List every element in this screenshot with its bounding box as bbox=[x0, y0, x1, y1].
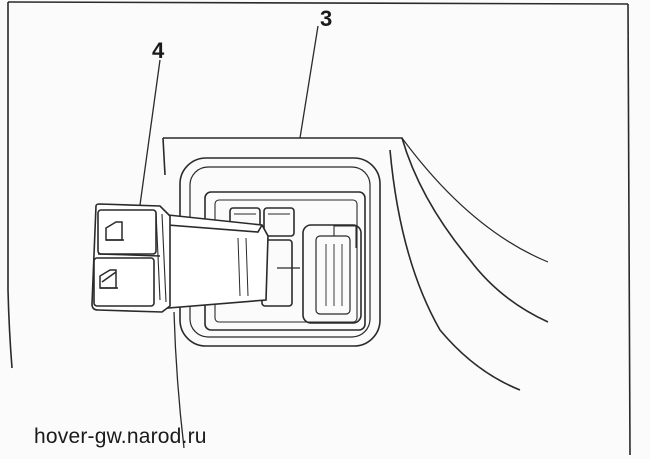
switch-assembly bbox=[91, 203, 269, 313]
socket-tab bbox=[333, 225, 357, 248]
frame-lines bbox=[7, 1, 631, 456]
panel-outline bbox=[163, 137, 549, 323]
leader-line-4 bbox=[139, 59, 161, 206]
switch-socket-inner bbox=[315, 235, 351, 315]
window-lock-icon bbox=[105, 221, 124, 241]
frame-top-edge bbox=[7, 1, 629, 5]
panel-left-edge bbox=[162, 137, 166, 176]
window-lock-icon bbox=[99, 269, 118, 289]
leader-lines bbox=[139, 25, 319, 449]
switch-socket bbox=[302, 224, 362, 324]
frame-left-edge bbox=[7, 2, 13, 369]
assembly-tail-shade bbox=[237, 237, 249, 297]
watermark-text: hover-gw.narod.ru bbox=[34, 425, 207, 448]
panel-lower-curve bbox=[389, 149, 521, 391]
callout-4: 4 bbox=[152, 38, 165, 63]
housing-side-ridges bbox=[155, 211, 167, 303]
top-rocker-switch bbox=[97, 209, 157, 255]
small-switch-right bbox=[263, 207, 295, 237]
rocker-divider bbox=[97, 253, 161, 257]
callout-3: 3 bbox=[320, 6, 332, 31]
socket-rib bbox=[325, 244, 343, 306]
leader-line-4-down bbox=[173, 311, 185, 449]
panel-inner-curve bbox=[401, 137, 549, 263]
leader-line-3 bbox=[299, 25, 319, 139]
frame-right-edge bbox=[627, 3, 631, 456]
